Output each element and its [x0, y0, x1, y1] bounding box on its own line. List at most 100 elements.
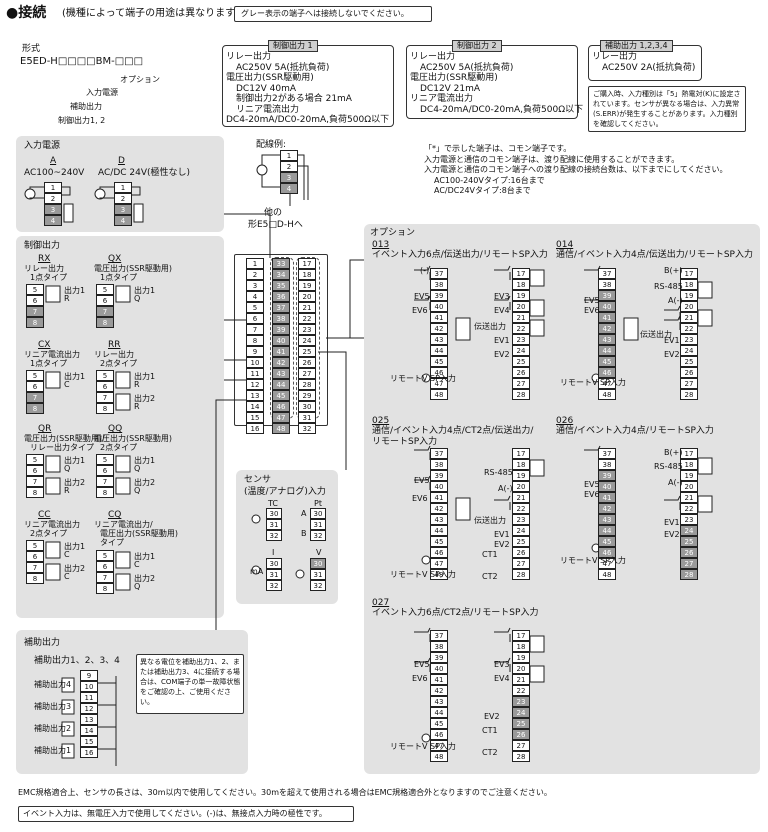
ctrl-out-label: 出力2	[134, 394, 156, 403]
input-note: ご購入時、入力種別は「5」熱電対(K)に設定されています。センサが異なる場合は、…	[593, 90, 741, 128]
model-ctrl: 制御出力1, 2	[58, 116, 106, 125]
option-terminal-a: 37	[598, 268, 616, 279]
option-terminal-a: 43	[430, 334, 448, 345]
ctrl-out-label: 出力1	[134, 552, 156, 561]
ctrl-desc: リレー出力	[94, 350, 134, 359]
option-terminal-b: 17	[512, 448, 530, 459]
main-terminal-left: 4	[246, 291, 264, 302]
wiring-source-icon	[256, 164, 268, 176]
main-terminal-left: 13	[246, 390, 264, 401]
option-label: リモートV SP入力	[390, 742, 456, 751]
option-terminal-b: 26	[680, 367, 698, 378]
ctrl1-spec-line: 制御出力2がある場合 21mA	[236, 94, 352, 104]
option-terminal-b: 24	[680, 345, 698, 356]
sensor-terminal-pt: 30	[310, 508, 326, 519]
option-label: EV2	[494, 350, 510, 359]
power-terminal-a: 4	[44, 215, 62, 226]
gray-note: グレー表示の端子へは接続しないでください。	[241, 9, 409, 18]
option-terminal-a: 41	[430, 312, 448, 323]
option-terminal-a: 45	[598, 356, 616, 367]
ctrl1-spec-line: リニア電流出力	[236, 104, 300, 115]
ctrl-terminal: 6	[26, 295, 44, 306]
option-terminal-a: 37	[598, 448, 616, 459]
wiring-terminal: 4	[280, 183, 298, 194]
main-terminal-mid: 41	[272, 346, 290, 357]
ctrl-terminal: 8	[26, 573, 44, 584]
option-terminal-a: 46	[430, 547, 448, 558]
option-terminal-a: 45	[430, 356, 448, 367]
output-symbol	[115, 371, 131, 389]
wire	[298, 165, 309, 200]
output-symbol	[45, 563, 61, 581]
option-terminal-b: 20	[512, 301, 530, 312]
wire	[664, 305, 681, 311]
option-terminal-a: 46	[430, 367, 448, 378]
output-symbol	[45, 455, 61, 473]
power-terminal-a: 3	[44, 204, 62, 215]
output-symbol	[115, 393, 131, 411]
wire	[414, 295, 431, 301]
main-terminal-right: 25	[298, 346, 316, 357]
model-aux: 補助出力	[70, 102, 102, 111]
option-label: EV5	[584, 480, 600, 489]
main-terminal-right: 21	[298, 302, 316, 313]
ctrl-desc: 1点タイプ	[100, 273, 138, 282]
option-terminal-a: 48	[430, 389, 448, 400]
option-label: EV3	[494, 660, 510, 669]
ctrl-terminal: 6	[26, 381, 44, 392]
main-terminal-mid: 38	[272, 313, 290, 324]
wire	[494, 627, 511, 633]
aux-subtitle: 補助出力1、2、3、4	[34, 656, 120, 666]
option-terminal-a: 42	[430, 685, 448, 696]
power-d-label: D	[118, 156, 125, 166]
ctrl-code: RR	[108, 340, 121, 350]
option-terminal-b: 18	[512, 279, 530, 290]
ctrl-code: QQ	[108, 424, 123, 434]
option-terminal-b: 18	[680, 279, 698, 290]
option-terminal-b: 23	[512, 334, 530, 345]
power-terminal-d: 3	[114, 204, 132, 215]
aux-terminal: 15	[80, 736, 98, 747]
ctrl-terminal: 7	[96, 392, 114, 403]
model-option: オプション	[120, 75, 160, 84]
option-terminal-a: 40	[430, 301, 448, 312]
ctrl-terminal: 7	[26, 306, 44, 317]
option-terminal-a: 45	[598, 536, 616, 547]
ctrl-out-type: C	[64, 380, 70, 389]
option-terminal-b: 17	[512, 630, 530, 641]
sensor-terminal-i: 30	[266, 558, 282, 569]
main-terminal-left: 12	[246, 379, 264, 390]
option-label: EV6	[412, 494, 428, 503]
option-symbol	[529, 635, 545, 653]
option-code: 025	[372, 416, 390, 426]
option-label: CT1	[482, 550, 498, 559]
main-terminal-mid: 35	[272, 280, 290, 291]
sensor-terminal-i: 32	[266, 580, 282, 591]
power-terminal-a: 1	[44, 182, 62, 193]
main-terminal-right: 17	[298, 258, 316, 269]
main-terminal-mid: 33	[272, 258, 290, 269]
aux-output-label: 補助出力3	[34, 702, 72, 711]
ctrl-desc: 電圧出力(SSR駆動用)	[94, 434, 172, 443]
wiring-other2: 形E5□D-Hへ	[248, 220, 303, 230]
aux-terminal: 12	[80, 703, 98, 714]
wire	[298, 154, 305, 200]
section-title-note: (機種によって端子の用途は異なります。)	[62, 8, 244, 19]
option-terminal-b: 28	[512, 751, 530, 762]
main-terminal-right: 19	[298, 280, 316, 291]
ctrl-desc: 2点タイプ	[100, 359, 138, 368]
wire	[215, 399, 246, 630]
option-desc: イベント入力6点/CT2点/リモートSP入力	[372, 608, 539, 618]
ctrl-out-type: R	[134, 380, 140, 389]
ctrl1-spec-title: 制御出力 1	[268, 40, 318, 52]
option-terminal-b: 19	[680, 290, 698, 301]
option-terminal-b: 21	[512, 674, 530, 685]
wire	[494, 295, 511, 301]
option-terminal-b: 18	[680, 459, 698, 470]
option-terminal-a: 48	[430, 569, 448, 580]
option-label: RS-485	[484, 468, 513, 477]
option-terminal-b: 21	[512, 492, 530, 503]
ctrl2-spec-line: リニア電流出力	[410, 94, 474, 104]
wire	[29, 197, 44, 199]
aux-terminal: 9	[80, 670, 98, 681]
